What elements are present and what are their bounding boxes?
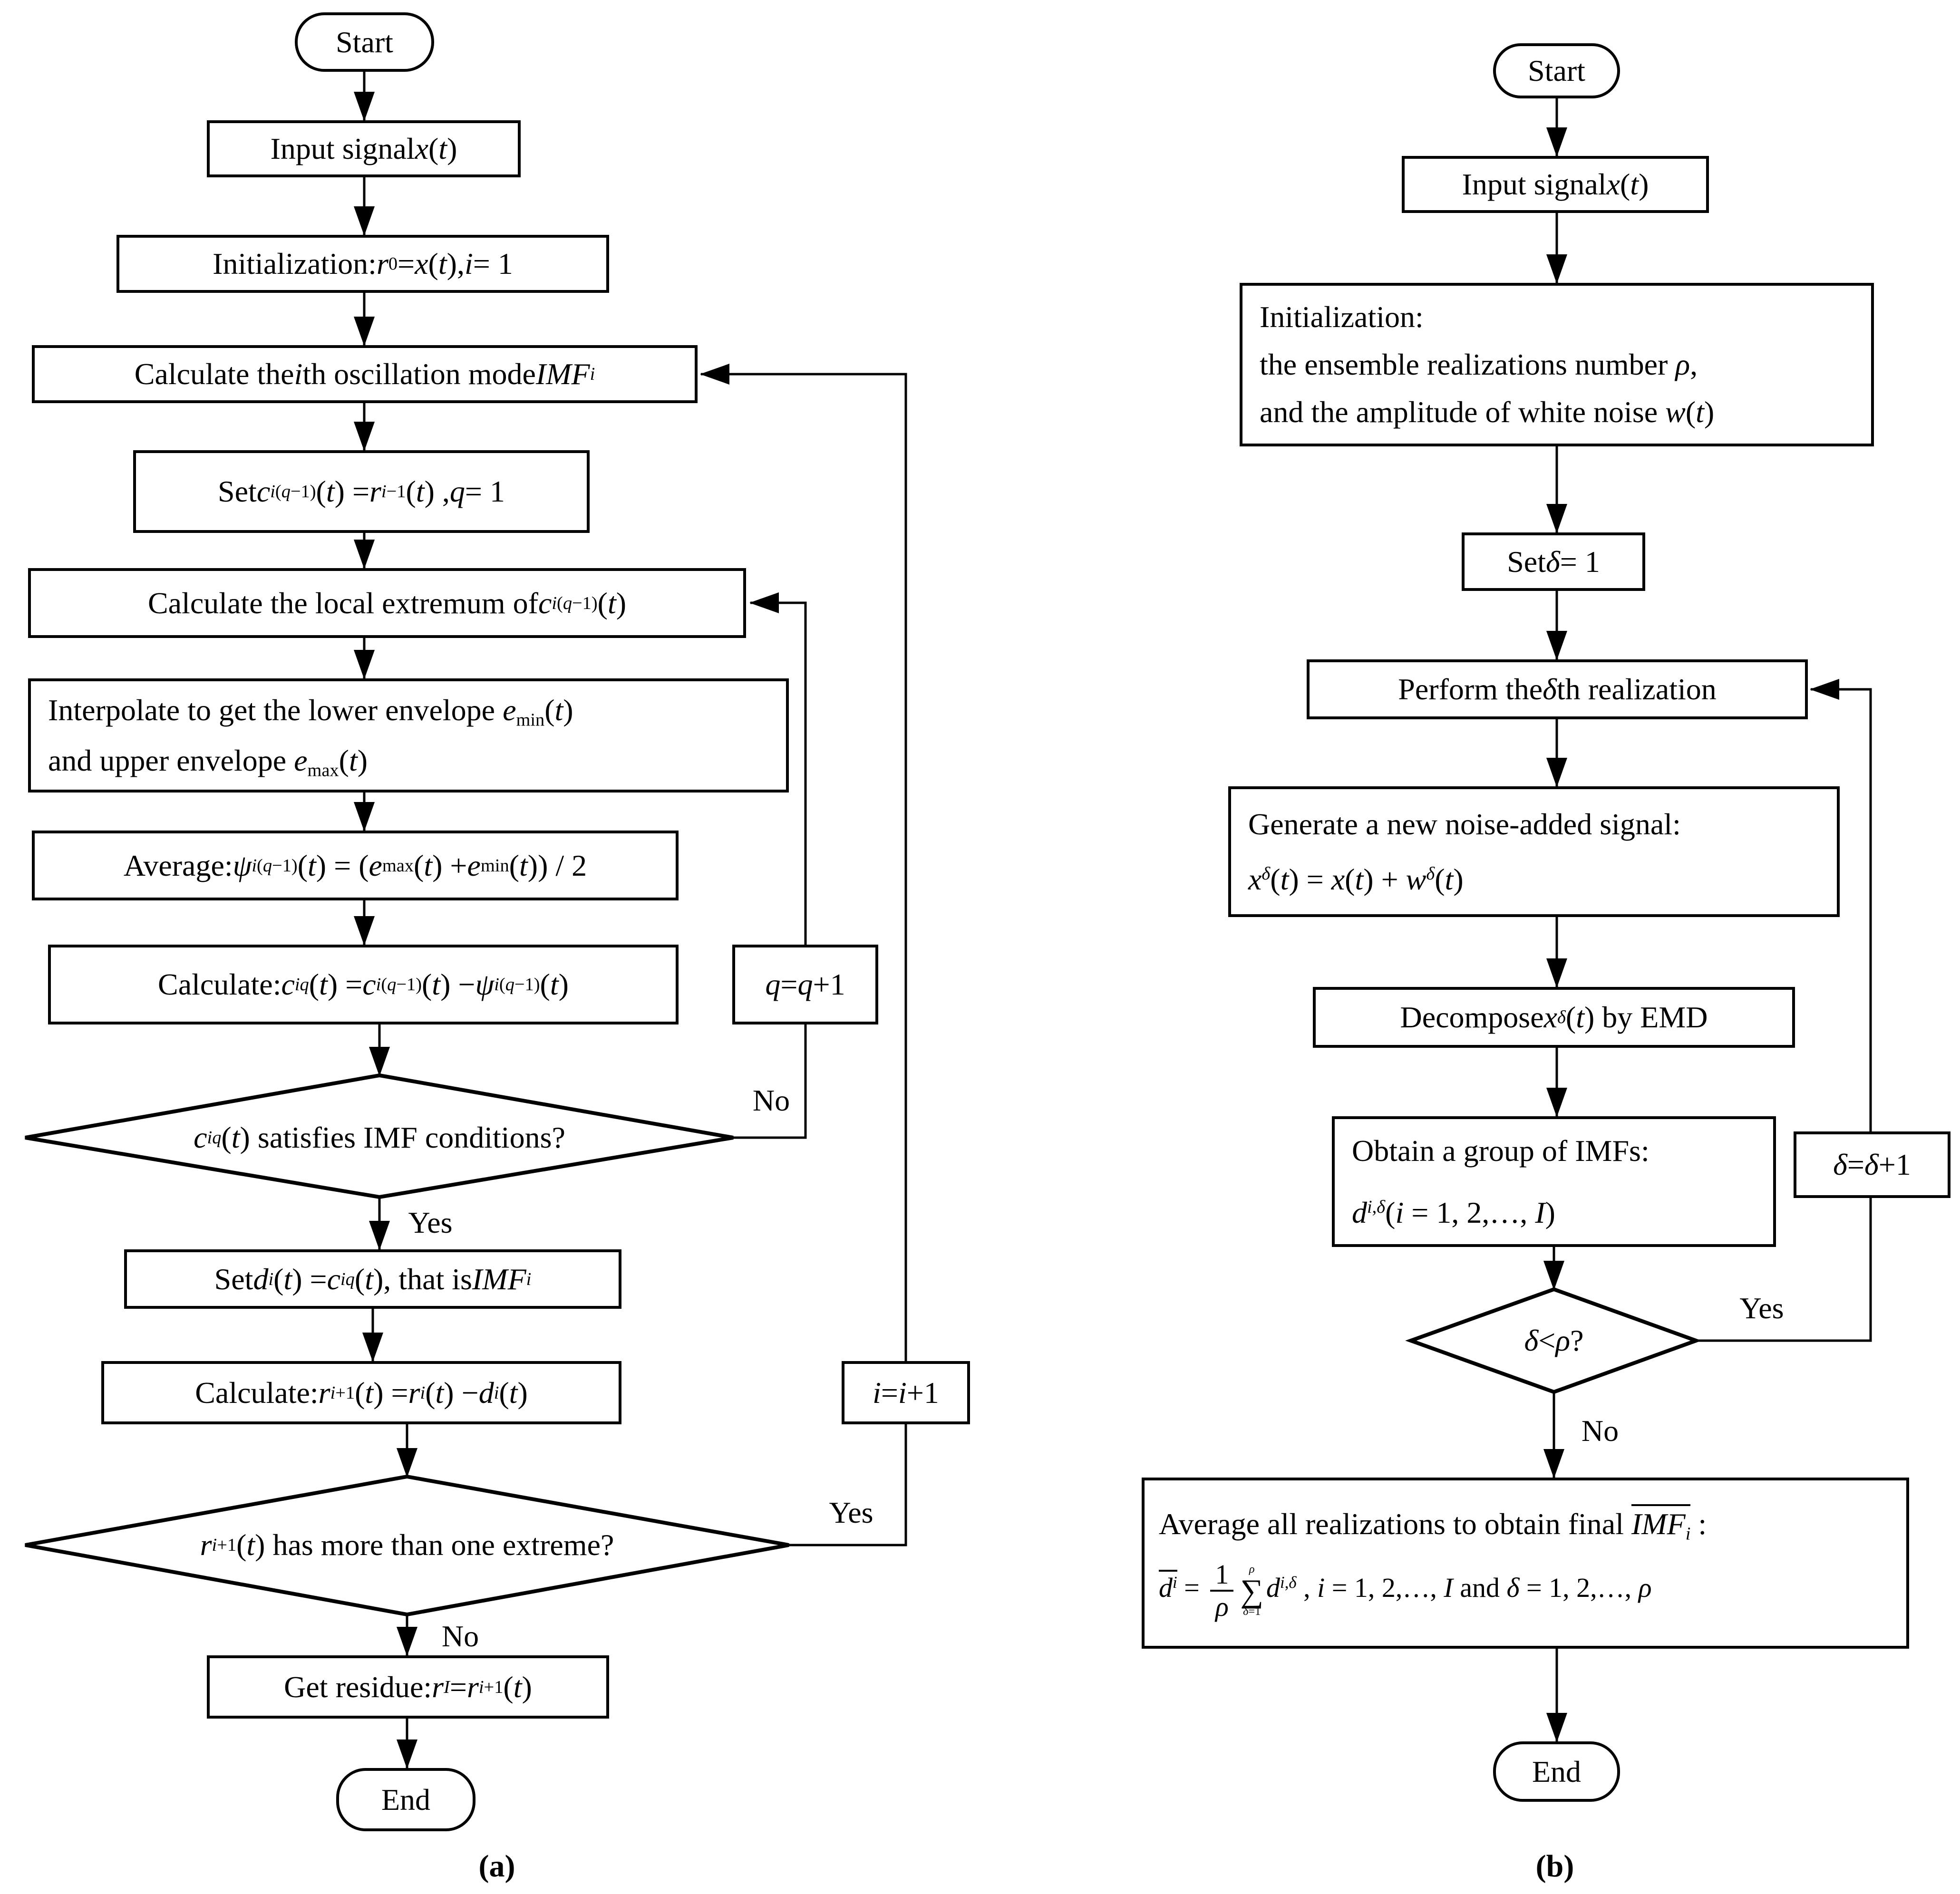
delta-increment-node: δ = δ +1 bbox=[1794, 1131, 1950, 1198]
caption-b: (b) bbox=[1535, 1849, 1574, 1884]
obtain-imfs-node: Obtain a group of IMFs: di,δ(i = 1, 2,…,… bbox=[1332, 1116, 1776, 1247]
end-node-b: End bbox=[1493, 1741, 1620, 1802]
initialization-node-b: Initialization: the ensemble realization… bbox=[1240, 283, 1874, 446]
init-b-line-2: the ensemble realizations number ρ, bbox=[1260, 348, 1698, 381]
obtain-line-1: Obtain a group of IMFs: bbox=[1352, 1133, 1650, 1168]
delta-loop-connector bbox=[1696, 679, 1872, 1342]
q-increment-node: q = q+1 bbox=[732, 945, 878, 1024]
no-branch-label-a1: No bbox=[752, 1083, 790, 1117]
no-branch-label-a2: No bbox=[441, 1619, 479, 1653]
init-b-line-3: and the amplitude of white noise w(t) bbox=[1260, 395, 1715, 429]
generate-noise-signal-node: Generate a new noise-added signal: xδ(t)… bbox=[1228, 786, 1840, 917]
input-signal-node-b: Input signal x(t) bbox=[1402, 156, 1709, 213]
set-delta-node: Set δ = 1 bbox=[1462, 532, 1645, 591]
yes-branch-label-b: Yes bbox=[1739, 1291, 1784, 1325]
generate-line-1: Generate a new noise-added signal: bbox=[1248, 807, 1681, 841]
average-realizations-node: Average all realizations to obtain final… bbox=[1142, 1478, 1909, 1649]
interpolate-line-1: Interpolate to get the lower envelope em… bbox=[48, 693, 573, 730]
end-node-a: End bbox=[336, 1768, 475, 1831]
i-loop-connector bbox=[700, 364, 907, 1546]
q-loop-connector bbox=[733, 592, 807, 1139]
perform-realization-node: Perform the δ th realization bbox=[1307, 659, 1808, 719]
start-node-a: Start bbox=[295, 12, 434, 72]
connector-lines bbox=[354, 72, 1872, 1769]
realization-count-label: δ < ρ ? bbox=[1524, 1324, 1584, 1357]
average-b-line-1: Average all realizations to obtain final… bbox=[1159, 1504, 1707, 1543]
interpolate-node: Interpolate to get the lower envelope em… bbox=[28, 678, 789, 792]
interpolate-line-2: and upper envelope emax(t) bbox=[48, 744, 368, 781]
yes-branch-label-a1: Yes bbox=[408, 1206, 453, 1239]
start-node-b: Start bbox=[1493, 43, 1620, 98]
obtain-line-2: di,δ(i = 1, 2,…, I) bbox=[1352, 1195, 1555, 1229]
init-b-line-1: Initialization: bbox=[1260, 300, 1424, 334]
no-branch-label-b: No bbox=[1581, 1414, 1619, 1448]
generate-line-2: xδ(t) = x(t) + wδ(t) bbox=[1248, 862, 1464, 896]
i-increment-node: i = i+1 bbox=[842, 1361, 970, 1424]
yes-branch-label-a2: Yes bbox=[829, 1496, 873, 1529]
input-signal-node-a: Input signal x(t) bbox=[207, 120, 521, 177]
caption-a: (a) bbox=[478, 1849, 515, 1884]
